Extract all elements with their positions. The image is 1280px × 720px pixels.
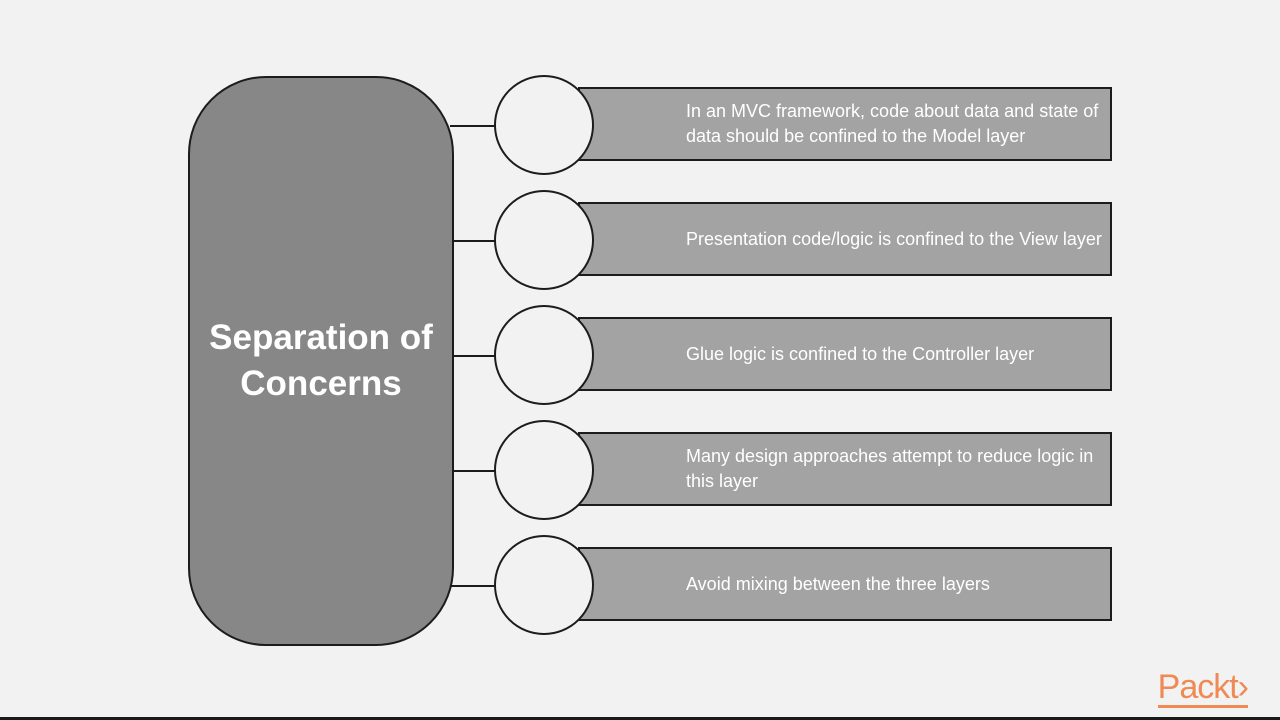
item-text: Glue logic is confined to the Controller… [686,343,1035,364]
packt-logo: Packt› [1157,668,1249,708]
bullet-circle [494,535,594,635]
bullet-circle [494,420,594,520]
connector-line [454,240,496,242]
item-text: Presentation code/logic is confined to t… [686,228,1102,249]
item-box [578,547,1112,621]
connector-line [450,585,496,587]
bottom-divider [0,717,1280,720]
item-box [578,432,1112,506]
item-text: Many design approaches attempt to reduce… [686,446,1094,491]
item-text: In an MVC framework, code about data and… [686,101,1099,146]
connector-line [454,470,496,472]
item-box [578,202,1112,276]
item-box [578,87,1112,161]
bullet-circle [494,75,594,175]
bullet-circle [494,190,594,290]
concept-title: Separation of Concerns [209,318,433,403]
item-text: Avoid mixing between the three layers [686,573,990,594]
connector-line [450,125,496,127]
concept-block: Separation of Concerns [188,76,454,646]
bullet-circle [494,305,594,405]
connector-line [454,355,496,357]
